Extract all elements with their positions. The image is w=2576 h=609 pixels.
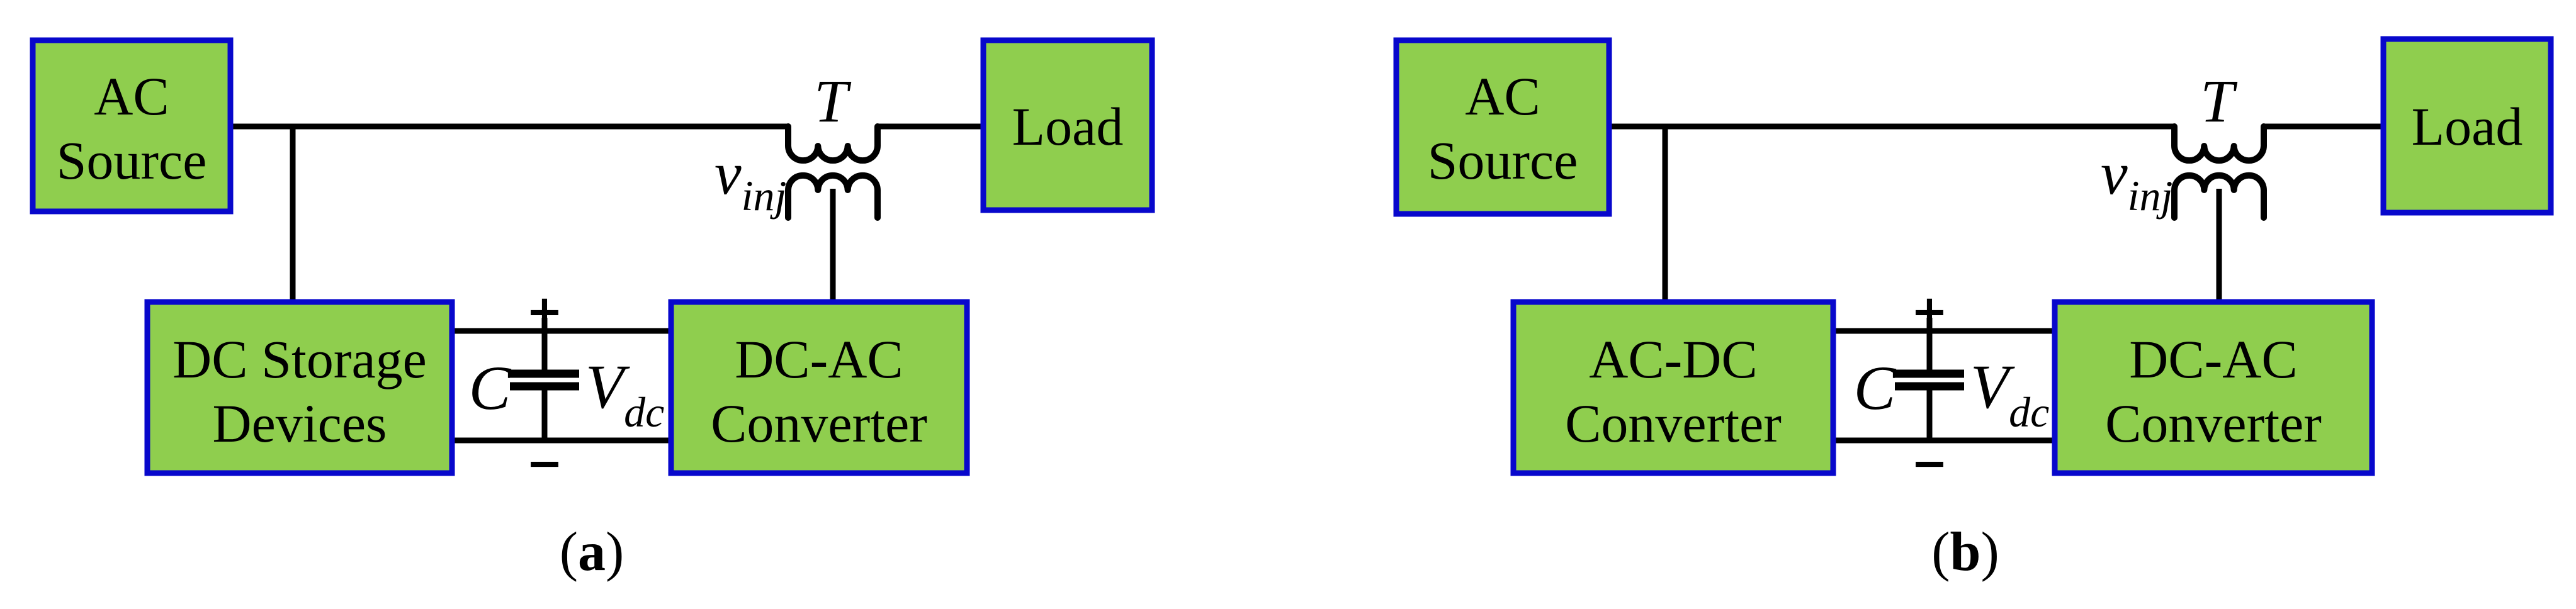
vdc-base-b: V — [1970, 352, 2015, 422]
vdc-base-a: V — [585, 352, 630, 422]
vdc-sub-b: dc — [2009, 388, 2049, 436]
caption-b-letter: b — [1950, 522, 1981, 583]
transformer-primary-coil-b — [2171, 123, 2267, 164]
transformer-primary-coil-a — [785, 123, 881, 164]
dc-ac-converter-box-a — [668, 299, 970, 476]
diagram-a: + − AC Source Load DC Storage Devices DC… — [30, 37, 1155, 583]
dc-ac-label-line2-b: Converter — [2105, 393, 2322, 454]
load-box-a — [980, 37, 1155, 213]
ac-source-label-line1-a: AC — [94, 66, 169, 126]
ac-source-label-line1-b: AC — [1465, 66, 1540, 126]
caption-b-close: ) — [1980, 522, 1999, 583]
ac-source-box-b — [1393, 37, 1612, 217]
vdc-label-a: Vdc — [585, 352, 664, 436]
minus-sign-a: − — [526, 437, 563, 489]
ac-source-label-line2-b: Source — [1428, 130, 1578, 191]
ac-dc-converter-box-b — [1510, 299, 1836, 476]
dc-storage-label-line2-a: Devices — [213, 393, 387, 454]
caption-b: (b) — [1931, 522, 1999, 583]
plus-sign-a: + — [526, 286, 563, 337]
dc-ac-label-line2-a: Converter — [711, 393, 927, 454]
vinj-label-b: vinj — [2101, 140, 2172, 220]
ac-source-box-a — [30, 37, 234, 215]
dc-ac-label-line1-b: DC-AC — [2129, 329, 2298, 389]
vinj-label-a: vinj — [715, 140, 786, 220]
load-box-b — [2380, 36, 2554, 216]
ac-dc-label-line1-b: AC-DC — [1589, 329, 1758, 389]
caption-b-open: ( — [1931, 522, 1950, 583]
dc-ac-converter-box-b — [2052, 299, 2375, 476]
transformer-secondary-coil-b — [2171, 172, 2267, 221]
vinj-base-a: v — [715, 140, 742, 207]
ac-source-label-line2-a: Source — [57, 130, 207, 191]
vinj-sub-a: inj — [742, 172, 787, 220]
caption-a-open: ( — [560, 522, 578, 583]
ac-dc-label-line2-b: Converter — [1565, 393, 1782, 454]
caption-a-close: ) — [606, 522, 624, 583]
vdc-sub-a: dc — [624, 388, 664, 436]
vinj-sub-b: inj — [2128, 172, 2173, 220]
vdc-label-b: Vdc — [1970, 352, 2049, 436]
dc-ac-label-line1-a: DC-AC — [735, 329, 903, 389]
capacitor-label-b: C — [1854, 353, 1897, 423]
transformer-label-a: T — [814, 67, 852, 135]
transformer-label-b: T — [2200, 67, 2238, 135]
minus-sign-b: − — [1911, 437, 1948, 489]
dc-storage-label-line1-a: DC Storage — [172, 329, 427, 389]
diagram-b: + − AC Source Load AC-DC Converter DC-AC… — [1393, 36, 2554, 583]
load-label-b: Load — [2412, 96, 2523, 157]
capacitor-label-a: C — [469, 353, 512, 423]
caption-a: (a) — [560, 522, 624, 583]
plus-sign-b: + — [1911, 286, 1948, 337]
load-label-a: Load — [1012, 96, 1124, 157]
caption-a-letter: a — [578, 522, 606, 583]
dc-storage-box-a — [144, 299, 455, 476]
transformer-secondary-coil-a — [785, 172, 881, 221]
vinj-base-b: v — [2101, 140, 2128, 207]
